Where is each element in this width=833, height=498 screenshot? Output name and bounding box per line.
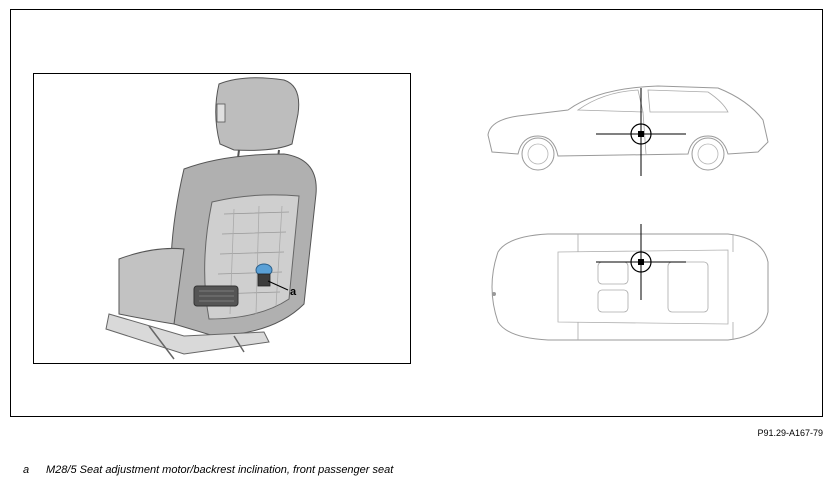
seat-illustration-panel: a	[33, 73, 411, 364]
callout-letter-a: a	[290, 286, 297, 298]
car-seat-icon	[105, 77, 317, 360]
car-top-view-icon	[491, 224, 769, 341]
crosshair-icon	[596, 224, 686, 300]
crosshair-icon	[596, 88, 686, 176]
car-top-view	[478, 222, 778, 352]
car-side-view-icon	[487, 85, 769, 176]
figure-frame	[10, 9, 823, 417]
figure-id: P91.29-A167-79	[757, 428, 823, 438]
legend-description: M28/5 Seat adjustment motor/backrest inc…	[46, 464, 394, 476]
car-side-view	[478, 80, 778, 180]
legend-key: a	[23, 464, 30, 476]
